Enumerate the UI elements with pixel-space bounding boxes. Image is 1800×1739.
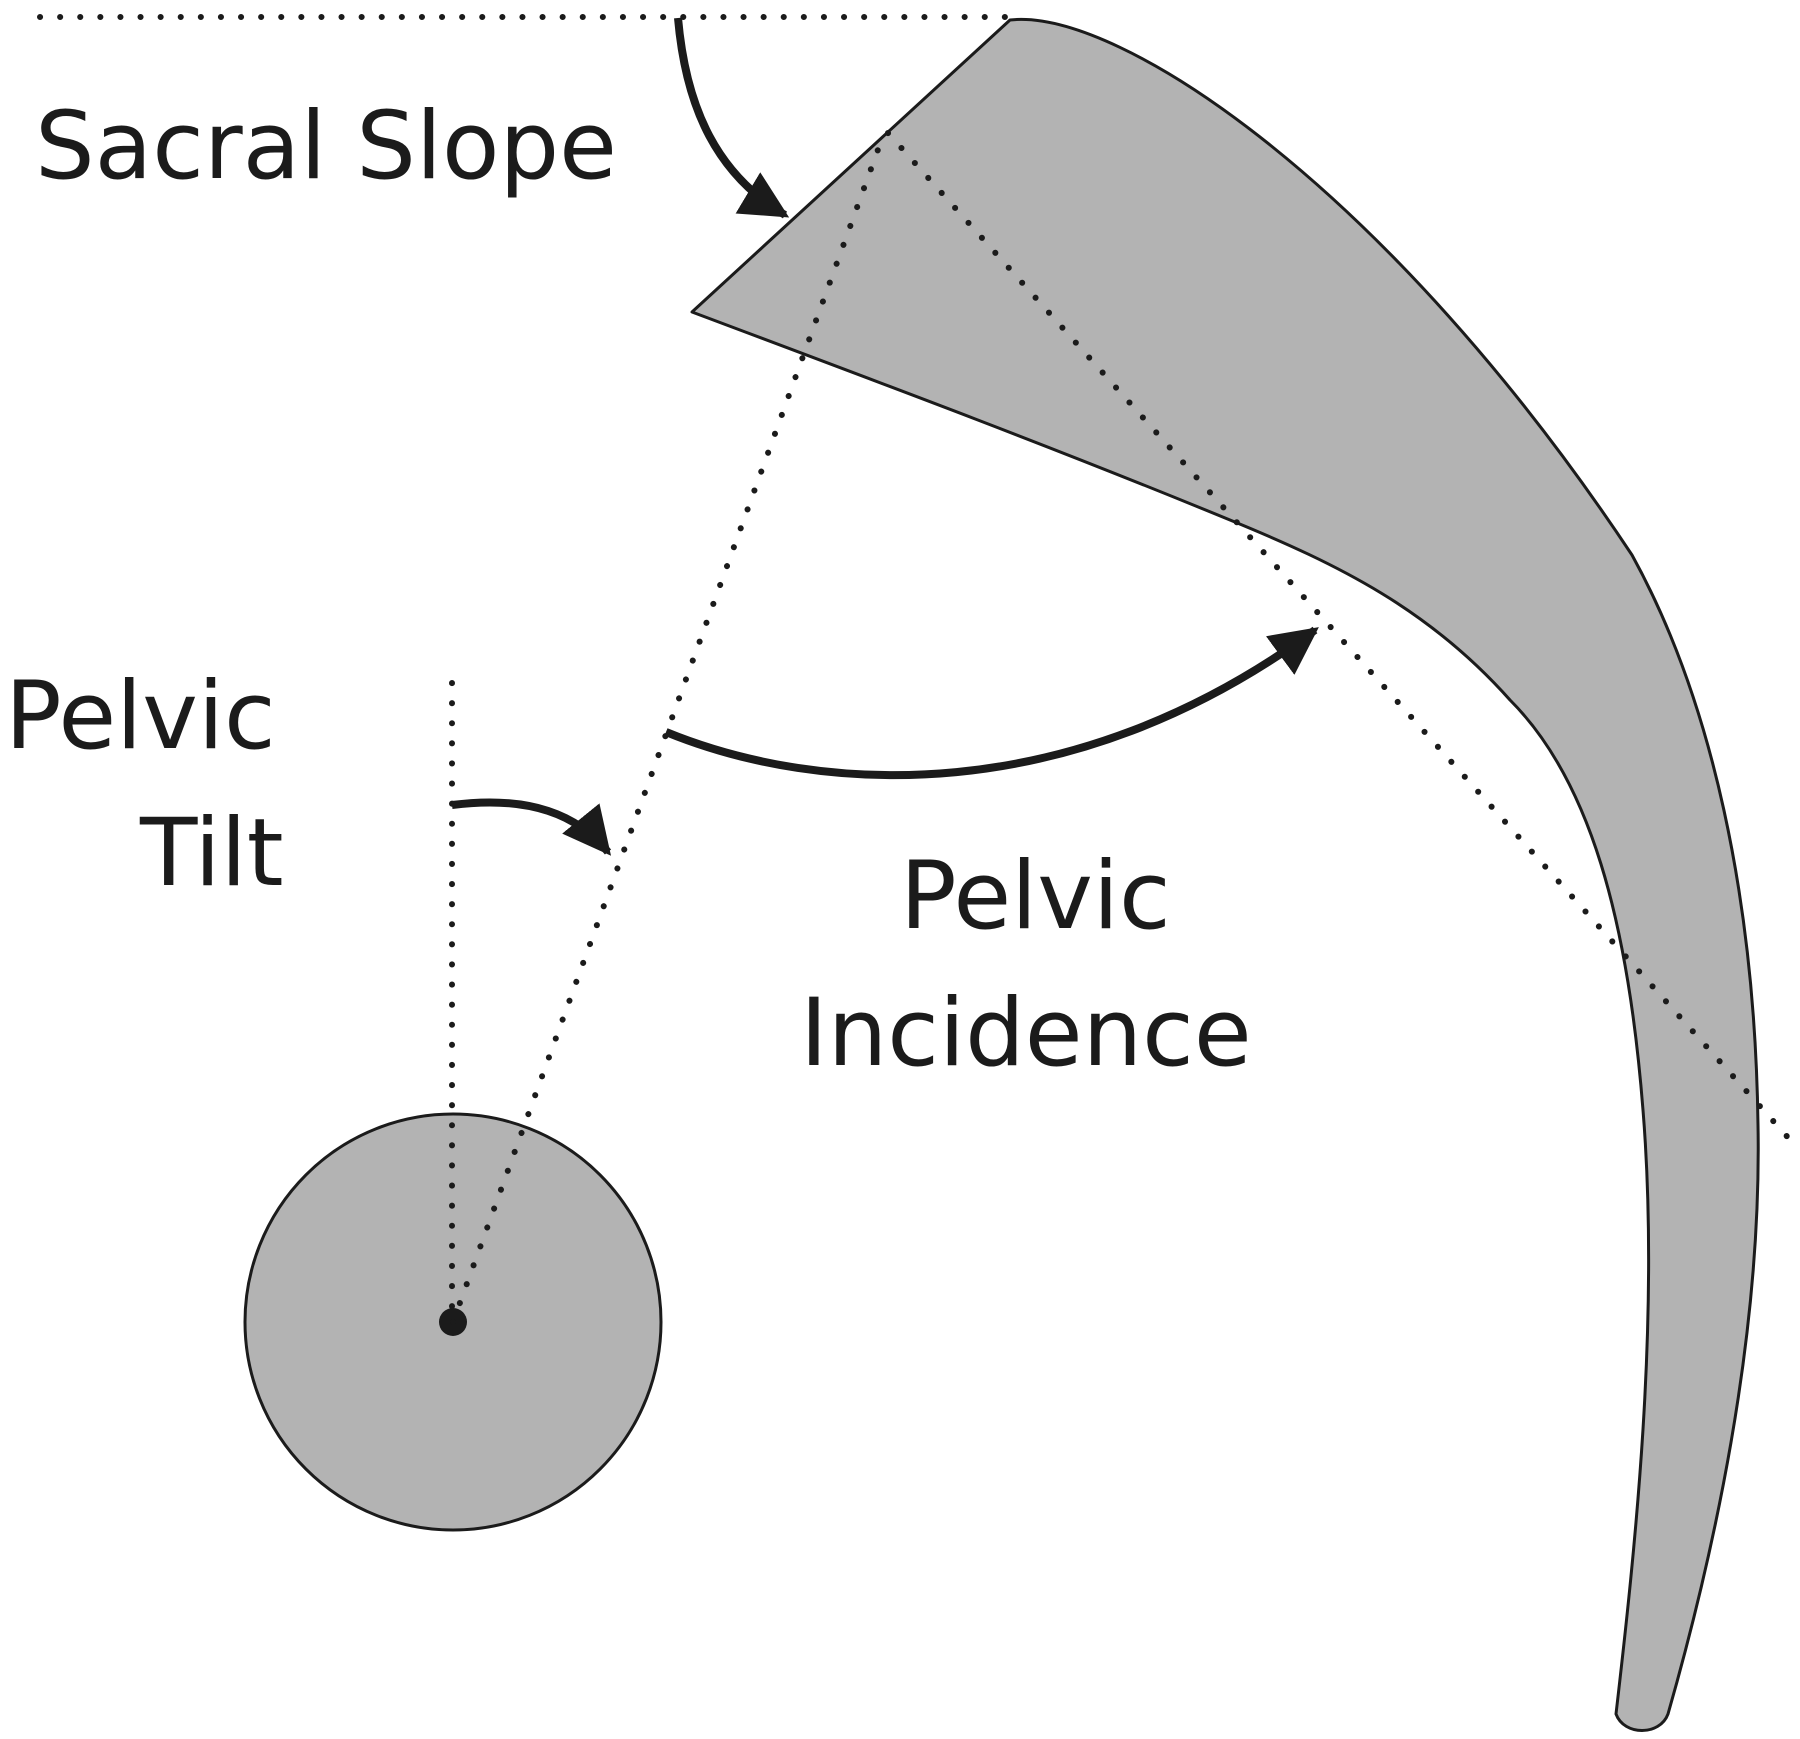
- pelvic-tilt-label-line2: Tilt: [139, 799, 284, 908]
- pelvic-tilt-arrow: [451, 798, 612, 856]
- sacral-slope-arrow: [674, 17, 790, 219]
- pelvic-incidence-label-line2: Incidence: [800, 979, 1252, 1088]
- pelvic-incidence-arrow: [664, 626, 1319, 780]
- sacral-slope-label: Sacral Slope: [35, 92, 617, 201]
- pelvic-incidence-label-line1: Pelvic: [900, 842, 1171, 951]
- pelvic-tilt-label-line1: Pelvic: [5, 662, 276, 771]
- sacrum-shape: [690, 17, 1760, 1732]
